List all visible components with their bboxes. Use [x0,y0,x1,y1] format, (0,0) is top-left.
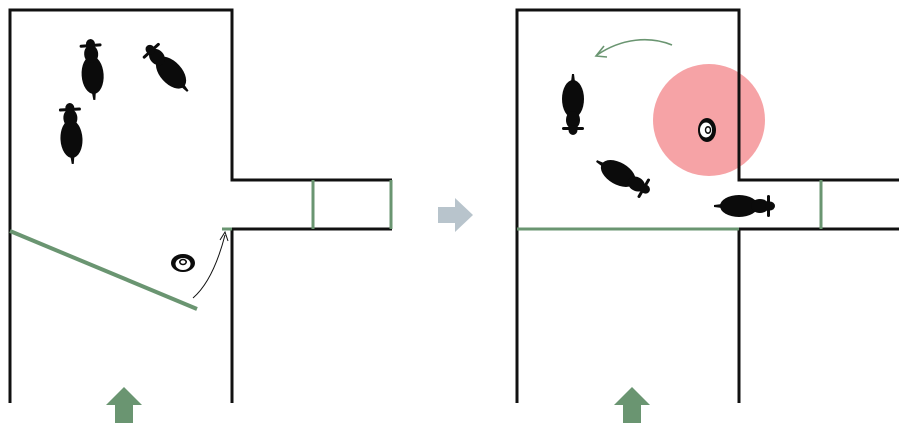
cow-icon [714,195,775,217]
swing-gate [9,229,198,311]
cow-icon [58,102,84,165]
entry-arrow-icon [106,387,142,423]
right-arrow-icon [438,198,473,232]
cow-icon [591,151,655,202]
handler-icon [171,254,195,272]
cow-icon [138,38,196,99]
movement-arrow [596,38,673,56]
gate-swing-arrow [192,234,226,299]
cow-icon [562,74,584,135]
entry-arrow-icon [614,387,650,423]
panel-before [8,8,393,423]
panel-after [515,8,899,423]
cow-icon [79,38,106,101]
handler-icon [698,118,716,142]
pen-walls [8,8,392,403]
